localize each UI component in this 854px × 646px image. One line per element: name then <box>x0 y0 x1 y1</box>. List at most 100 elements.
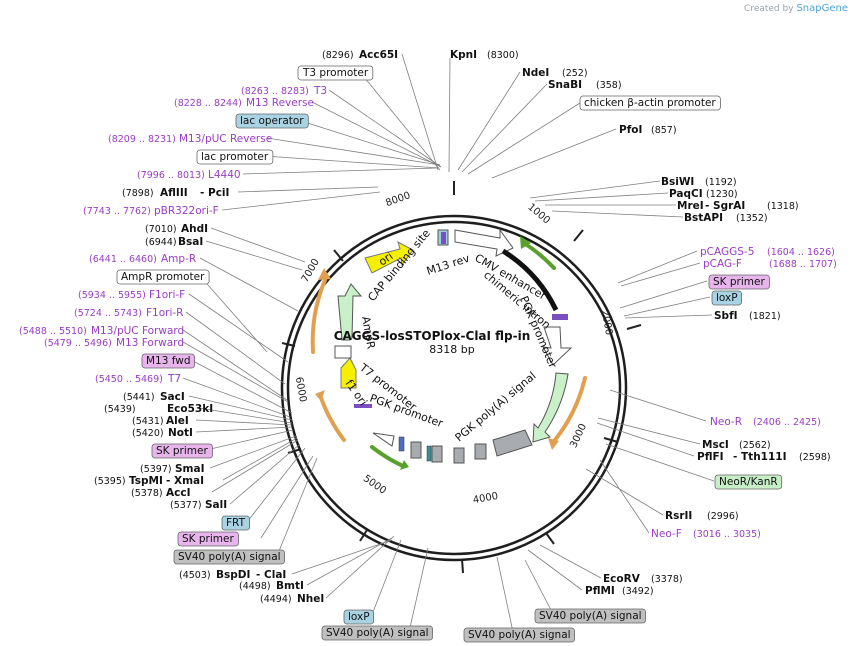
label-ecorv: EcoRV <box>603 573 641 585</box>
label-neo-r: Neo-R <box>710 416 742 428</box>
label-loxp-box: loxP <box>343 609 374 625</box>
label-saci: SacI <box>160 391 185 403</box>
label-4503: (4503) <box>179 570 211 581</box>
leader-line <box>205 429 294 451</box>
label-sk-primer-box: SK primer <box>151 443 213 459</box>
label-bsiwi: BsiWI <box>661 176 694 188</box>
tick-label-2000: 2000 <box>599 309 614 336</box>
ampr-promoter-block <box>334 345 352 359</box>
label-1352: (1352) <box>736 213 768 224</box>
label-sk-primer: SK primer <box>156 445 208 457</box>
label-sv40-poly-a-signal-box: SV40 poly(A) signal <box>173 549 285 565</box>
label-1192: (1192) <box>705 177 737 188</box>
leader-line <box>229 443 301 505</box>
label-sk-primer-background <box>151 443 213 459</box>
leader-line <box>195 426 293 433</box>
leader-line <box>401 53 439 171</box>
label-6441-6460: (6441 .. 6460) <box>89 254 157 265</box>
label-1230: (1230) <box>706 189 738 200</box>
label-chicken-actin-promoter-box: chicken β-actin promoter <box>579 95 721 111</box>
label-sv40-poly-a-signal-background <box>534 608 646 624</box>
leader-line <box>291 539 393 575</box>
leader-line <box>527 549 583 591</box>
label-mrei: MreI <box>677 200 704 212</box>
label-f1ori-r: F1ori-R <box>146 307 183 319</box>
t7-marker <box>354 404 372 408</box>
label-kpni: KpnI <box>450 49 477 61</box>
label-5431: (5431) <box>132 416 164 427</box>
leader-line <box>457 71 521 171</box>
label-4494: (4494) <box>260 594 292 605</box>
label-acc65i: Acc65I <box>359 49 398 61</box>
label-8300: (8300) <box>487 50 519 61</box>
leader-line <box>311 101 442 168</box>
leader-line <box>596 422 695 457</box>
leader-line <box>182 377 291 418</box>
leader-line <box>211 439 299 493</box>
leader-line <box>524 559 553 613</box>
ampr-arrow <box>337 283 363 341</box>
label-5479-5496: (5479 .. 5496) <box>44 338 112 349</box>
label-f1-ori: f1 ori <box>343 377 370 408</box>
leader-line <box>605 443 715 482</box>
label-l4440: L4440 <box>208 169 241 181</box>
label-msci: MscI <box>702 439 729 451</box>
label-sk-primer: SK primer <box>182 533 234 545</box>
label-1318: (1318) <box>767 201 799 212</box>
pgk-polya-block <box>492 429 533 457</box>
leader-line <box>461 83 548 173</box>
snapgene-logo: SnapGene <box>796 3 848 14</box>
label-bstapi: BstAPI <box>684 212 723 224</box>
label-6944: (6944) <box>145 237 177 248</box>
orange-primer-arc-left-upper <box>310 278 327 354</box>
label-sv40-poly-a-signal-box: SV40 poly(A) signal <box>534 608 646 624</box>
tick-label-3000: 3000 <box>568 422 589 450</box>
frt-marker <box>398 436 405 452</box>
backbone-inner-ring <box>286 220 622 556</box>
label-sv40-poly-a-signal-background <box>173 549 285 565</box>
label-loxp-background <box>711 290 742 306</box>
label-chicken-actin-promoter: chicken β-actin promoter <box>584 97 716 109</box>
label-3378: (3378) <box>651 574 683 585</box>
label-m13-puc-forward: M13/pUC Forward <box>91 325 184 337</box>
label-857: (857) <box>651 125 677 136</box>
label-4498: (4498) <box>239 581 271 592</box>
plasmid-name: CAGGS-losSTOPlox-ClaI flp-in <box>334 329 531 343</box>
label-tth111i: - Tth111I <box>733 451 787 463</box>
sv40-block-3 <box>431 445 443 463</box>
label-smai: SmaI <box>175 463 205 475</box>
leader-line <box>467 102 581 175</box>
leader-line <box>182 341 289 403</box>
label-sk-primer-background <box>177 531 239 547</box>
label-8209-8231: (8209 .. 8231) <box>108 134 176 145</box>
label-frt: FRT <box>226 517 246 529</box>
leader-line <box>297 119 441 166</box>
label-5420: (5420) <box>132 428 164 439</box>
label-lac-operator-background <box>235 113 309 129</box>
leader-line <box>534 192 669 202</box>
label-neor-kanr-background <box>714 474 783 490</box>
label-m13-puc-reverse: M13/pUC Reverse <box>179 133 272 145</box>
snapgene-watermark: Created by SnapGene <box>744 3 848 14</box>
label-1604-1626: (1604 .. 1626) <box>767 247 835 258</box>
label-5378: (5378) <box>131 488 163 499</box>
primer-arrowheads <box>315 236 559 470</box>
label-sv40-poly-a-signal-background <box>463 627 575 643</box>
label-t7: T7 <box>167 373 181 385</box>
label-sali: SalI <box>205 499 227 511</box>
label-m13-fwd-background <box>141 353 195 369</box>
tick-label-4000: 4000 <box>472 491 499 506</box>
label-ndei: NdeI <box>522 67 549 79</box>
leader-line <box>185 311 286 385</box>
label-5397: (5397) <box>140 464 172 475</box>
label-1821: (1821) <box>749 311 781 322</box>
label-m13-forward: M13 Forward <box>116 337 184 349</box>
label-ampr-promoter-background <box>116 269 210 285</box>
label-sk-primer-box: SK primer <box>708 274 770 290</box>
plasmid-size: 8318 bp <box>429 343 474 356</box>
label-m13-reverse: M13 Reverse <box>246 97 314 109</box>
label-xmai: - XmaI <box>166 475 204 487</box>
leader-line <box>205 240 303 271</box>
label-5395: (5395) <box>94 476 126 487</box>
leader-line <box>359 71 441 171</box>
